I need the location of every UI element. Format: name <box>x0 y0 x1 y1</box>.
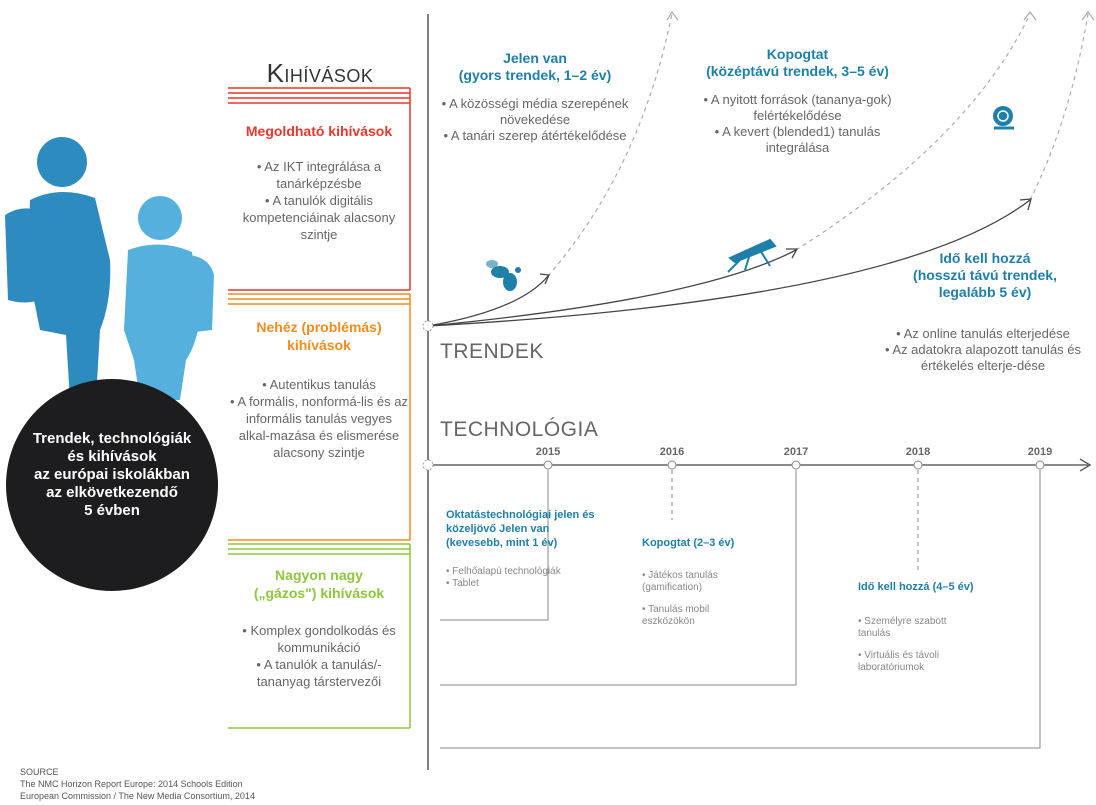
arrow-heads-dashed <box>666 10 1095 21</box>
challenge-item: • Komplex gondolkodás és kommunikáció <box>242 623 396 655</box>
trend-long-items: • Az online tanulás elterjedése • Az ada… <box>872 326 1094 374</box>
year-label: 2015 <box>535 446 561 458</box>
year-label: 2019 <box>1027 446 1053 458</box>
source-line: The NMC Horizon Report Europe: 2014 Scho… <box>20 779 243 789</box>
challenge-item: • Autentikus tanulás <box>262 377 376 392</box>
technology-axis-arrow <box>1079 458 1092 472</box>
year-label: 2017 <box>783 446 809 458</box>
trend-item: • A közösségi média szerepének növekedés… <box>441 96 629 127</box>
arrow-heads <box>539 198 1032 285</box>
challenge-item: • A formális, nonformá-lis és az informá… <box>230 394 408 460</box>
challenge-box-difficult <box>228 293 411 541</box>
trend-mid-title: Kopogtat <box>766 46 829 62</box>
tech-mid: Kopogtat (2–3 év) • Játékos tanulás (gam… <box>642 536 782 628</box>
source-block: SOURCE The NMC Horizon Report Europe: 20… <box>20 766 255 802</box>
title-circle <box>6 379 218 591</box>
trend-long-subtitle: legalább 5 év) <box>938 284 1032 300</box>
circle-title: Trendek, technológiák és kihívások az eu… <box>20 430 204 520</box>
challenge-difficult-title: kihívások <box>287 337 351 353</box>
technology-label: TECHNOLÓGIA <box>440 418 599 441</box>
tech-item: • Játékos tanulás (gamification) <box>642 570 718 593</box>
tech-far: Idő kell hozzá (4–5 év) • Személyre szab… <box>858 580 1028 674</box>
trend-long: Idő kell hozzá (hosszú távú trendek, leg… <box>880 250 1090 301</box>
year-label: 2018 <box>905 446 931 458</box>
timeline-connectors <box>440 470 1041 749</box>
circle-line: Trendek, technológiák <box>32 430 192 447</box>
circle-line: 5 évben <box>84 502 140 519</box>
trend-short-subtitle: (gyors trendek, 1–2 év) <box>458 67 612 83</box>
tech-item: • Virtuális és távoli laboratóriumok <box>858 650 940 673</box>
source-line: European Commission / The New Media Cons… <box>20 791 255 801</box>
trend-item: • A nyitott források (tananya-gok) felér… <box>703 92 892 123</box>
trend-item: • A kevert (blended1) tanulás integrálás… <box>714 124 881 155</box>
trend-long-subtitle: (hosszú távú trendek, <box>913 267 1057 283</box>
challenge-wicked-title: („gázos") kihívások <box>253 585 385 601</box>
trend-curves-dashed <box>547 13 1089 277</box>
trend-short-title: Jelen van <box>503 50 567 66</box>
year-label: 2016 <box>659 446 685 458</box>
challenge-difficult: Nehéz (problémás) kihívások • Autentikus… <box>230 318 408 461</box>
technology-origin <box>422 459 434 471</box>
circle-line: az elkövetkezendő <box>46 484 178 501</box>
trends-label: TRENDEK <box>440 340 544 363</box>
trend-origin <box>422 320 434 332</box>
trend-mid: Kopogtat (középtávú trendek, 3–5 év) • A… <box>680 46 915 156</box>
challenge-solvable-title: Megoldható kihívások <box>245 123 393 139</box>
tech-near-title: Oktatástechnológiai jelen és közeljövő J… <box>446 509 595 549</box>
tech-item: • Tanulás mobil eszközökön <box>642 604 710 627</box>
tech-far-title: Idő kell hozzá (4–5 év) <box>858 581 974 593</box>
challenge-box-wicked <box>228 543 411 729</box>
trend-item: • Az online tanulás elterjedése <box>896 326 1070 341</box>
challenge-item: • Az IKT integrálása a tanárképzésbe <box>256 159 382 191</box>
challenge-box-solvable <box>228 87 411 291</box>
challenge-item: • A tanulók a tanulás/-tananyag társterv… <box>256 657 382 689</box>
trend-long-title: Idő kell hozzá <box>939 250 1031 266</box>
challenges-title: Kihívások <box>266 58 374 88</box>
tech-item: • Tablet <box>446 578 479 589</box>
challenge-item: • A tanulók digitális kompetenciáinak al… <box>242 193 396 242</box>
snail-icon <box>993 106 1014 130</box>
circle-line: az európai iskolákban <box>34 466 190 483</box>
bee-icon <box>486 260 521 291</box>
trend-short: Jelen van (gyors trendek, 1–2 év) • A kö… <box>440 50 630 144</box>
challenge-solvable: Megoldható kihívások • Az IKT integrálás… <box>230 122 408 243</box>
challenge-difficult-title: Nehéz (problémás) <box>256 319 382 335</box>
children-silhouette-icon <box>5 137 214 400</box>
source-label: SOURCE <box>20 767 59 777</box>
tech-item: • Személyre szabott tanulás <box>858 616 947 639</box>
trend-mid-subtitle: (középtávú trendek, 3–5 év) <box>706 63 889 79</box>
challenge-wicked: Nagyon nagy („gázos") kihívások • Komple… <box>230 566 408 690</box>
tech-item: • Felhőalapú technológiák <box>446 566 561 577</box>
trend-item: • A tanári szerep átértékelődése <box>443 128 627 143</box>
tech-mid-title: Kopogtat (2–3 év) <box>642 537 735 549</box>
year-markers <box>543 460 1045 470</box>
tech-near: Oktatástechnológiai jelen és közeljövő J… <box>446 508 596 590</box>
challenge-wicked-title: Nagyon nagy <box>275 567 363 583</box>
circle-line: és kihívások <box>67 448 157 465</box>
grasshopper-icon <box>727 238 777 273</box>
trend-item: • Az adatokra alapozott tanulás és érték… <box>884 342 1082 373</box>
